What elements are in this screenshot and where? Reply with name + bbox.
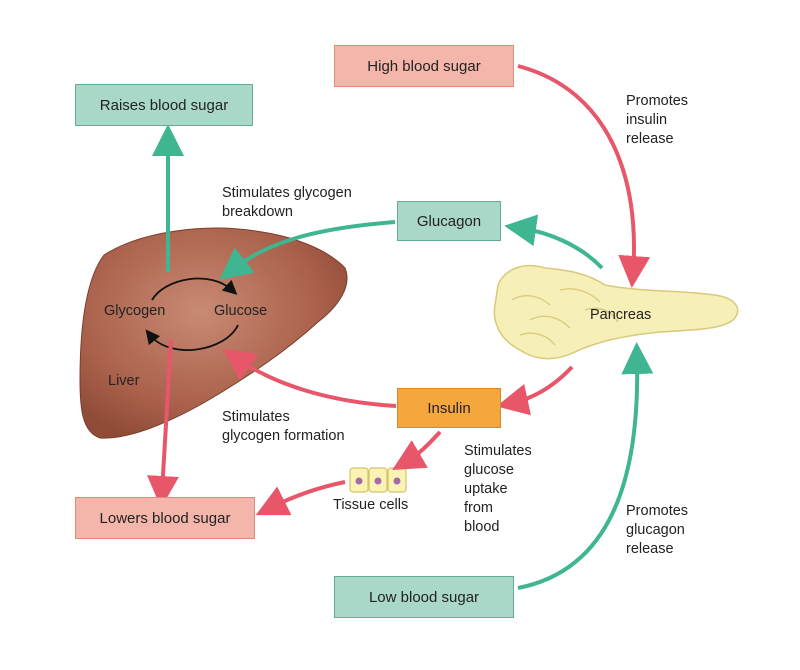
liver-label: Liver: [108, 373, 140, 389]
lowers-blood-sugar-box: Lowers blood sugar: [75, 497, 255, 539]
arrow-pancreas-to-glucagon: [504, 214, 604, 270]
promotes-insulin-release-label: Promotes insulin release: [626, 93, 689, 147]
tissue-cells-graphic: [349, 467, 407, 493]
arrow-insulin-to-tissue: [392, 430, 442, 471]
pancreas-shape: [493, 264, 739, 360]
arrow-liver-to-lowers: [146, 339, 179, 508]
stimulates-glycogen-formation-label: Stimulates glycogen formation: [222, 409, 345, 444]
tissue-cells-label: Tissue cells: [333, 497, 409, 513]
glucose-label: Glucose: [214, 303, 268, 319]
low-blood-sugar-box: Low blood sugar: [334, 576, 514, 618]
stimulates-glucose-uptake-label: Stimulates glucose uptake from blood: [464, 443, 532, 535]
pancreas-label: Pancreas: [590, 307, 652, 323]
glycogen-label: Glycogen: [104, 303, 166, 319]
arrow-tissue-to-lowers: [255, 480, 346, 516]
arrow-glucagon-to-liver: [219, 220, 396, 280]
high-blood-sugar-box: High blood sugar: [334, 45, 514, 87]
insulin-box: Insulin: [397, 388, 501, 428]
arrow-low-to-pancreas: [517, 342, 654, 590]
arrow-pancreas-to-insulin: [496, 365, 574, 416]
promotes-glucagon-release-label: Promotes glucagon release: [626, 503, 689, 557]
raises-blood-sugar-box: Raises blood sugar: [75, 84, 253, 126]
glucagon-box: Glucagon: [397, 201, 501, 241]
arrow-insulin-to-liver: [222, 348, 397, 408]
stimulates-glycogen-breakdown-label: Stimulates glycogen breakdown: [222, 185, 352, 220]
liver-shape: [79, 227, 348, 439]
arrow-high-to-pancreas: [517, 64, 651, 288]
glycogen-glucose-cycle: [145, 277, 239, 351]
